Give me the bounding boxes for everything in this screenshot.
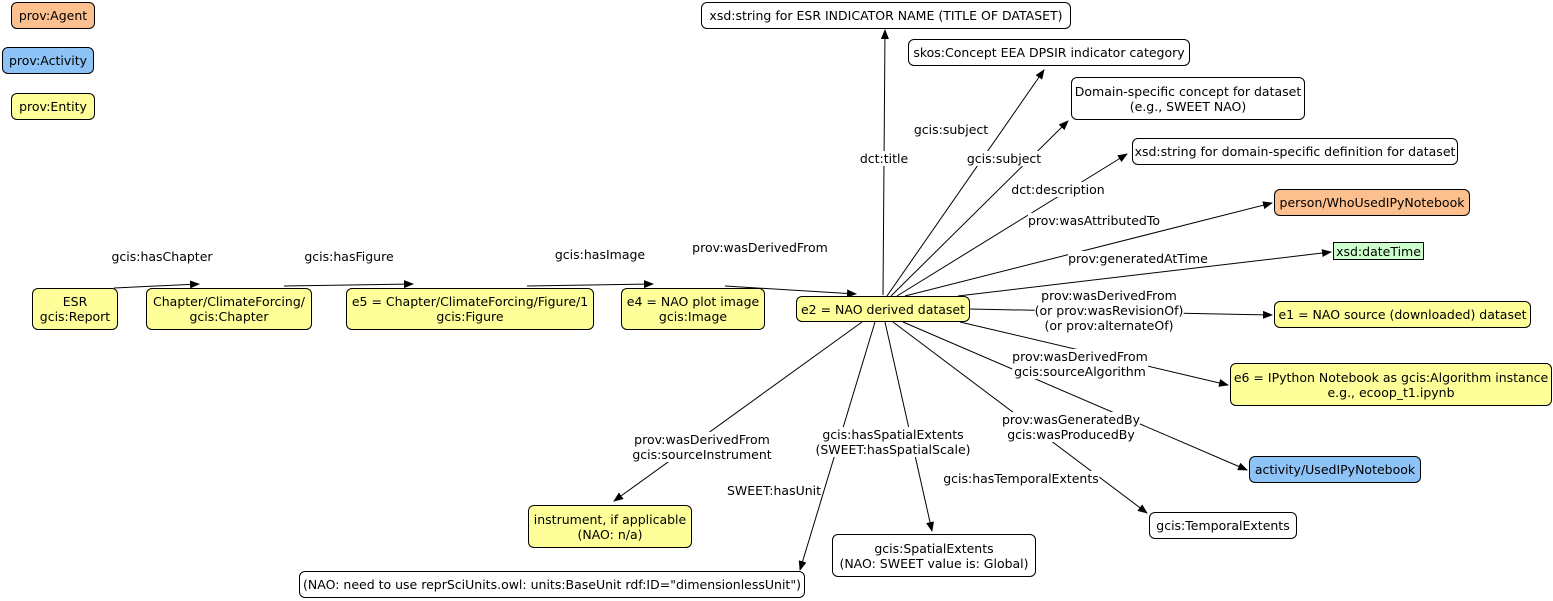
node-unit: (NAO: need to use reprSciUnits.owl: unit… xyxy=(299,571,805,598)
edge-line-has-image xyxy=(526,280,654,289)
node-instrument: instrument, if applicable(NAO: n/a) xyxy=(528,505,692,548)
node-dpsir-concept: skos:Concept EEA DPSIR indicator categor… xyxy=(908,39,1190,66)
edge-label-has-image: gcis:hasImage xyxy=(554,247,646,262)
node-person: person/WhoUsedIPyNotebook xyxy=(1274,189,1470,216)
edge-line-generated-by xyxy=(902,321,1248,471)
legend-agent: prov:Agent xyxy=(11,2,95,29)
edge-label-description: dct:description xyxy=(1011,182,1105,197)
edge-label-has-chapter: gcis:hasChapter xyxy=(111,249,213,264)
node-chapter: Chapter/ClimateForcing/gcis:Chapter xyxy=(146,288,312,330)
edge-line-spatial-extents xyxy=(884,321,934,532)
node-definition-string: xsd:string for domain-specific definitio… xyxy=(1132,138,1458,165)
node-e6-notebook: e6 = IPython Notebook as gcis:Algorithm … xyxy=(1230,363,1552,406)
node-e1-source-dataset: e1 = NAO source (downloaded) dataset xyxy=(1274,301,1531,328)
edge-line-generated-time xyxy=(957,249,1332,297)
edge-line-description xyxy=(896,153,1128,297)
edge-label-spatial-extents: gcis:hasSpatialExtents(SWEET:hasSpatialS… xyxy=(815,427,971,457)
edge-line-has-chapter xyxy=(113,280,200,289)
edge-line-has-figure xyxy=(283,280,414,289)
edge-label-has-figure: gcis:hasFigure xyxy=(304,249,394,264)
edge-label-title: dct:title xyxy=(859,151,909,166)
edge-label-generated-time: prov:generatedAtTime xyxy=(1068,251,1208,266)
node-domain-concept: Domain-specific concept for dataset(e.g.… xyxy=(1071,77,1305,120)
edge-label-subject-dpsir: gcis:subject xyxy=(913,122,989,137)
legend-activity: prov:Activity xyxy=(2,47,94,74)
edge-label-attributed: prov:wasAttributedTo xyxy=(1027,213,1161,228)
edge-label-subject-domain: gcis:subject xyxy=(966,151,1042,166)
node-activity-notebook: activity/UsedIPyNotebook xyxy=(1249,456,1421,483)
edge-line-subject-dpsir xyxy=(886,69,1045,297)
edge-label-derived-e1: prov:wasDerivedFrom(or prov:wasRevisionO… xyxy=(1034,288,1184,333)
edge-line-attributed xyxy=(904,201,1273,297)
edge-line-source-instrument xyxy=(613,321,863,502)
node-datetime: xsd:dateTime xyxy=(1333,242,1424,260)
edge-label-temporal-extents: gcis:hasTemporalExtents xyxy=(943,471,1099,486)
legend-entity: prov:Entity xyxy=(11,93,95,120)
edge-label-derived-from-image: prov:wasDerivedFrom xyxy=(692,240,828,255)
edge-line-subject-domain xyxy=(890,120,1069,297)
node-e2-derived-dataset: e2 = NAO derived dataset xyxy=(796,296,970,322)
node-temporal-extents: gcis:TemporalExtents xyxy=(1149,512,1297,539)
edge-label-has-unit: SWEET:hasUnit xyxy=(726,483,822,498)
node-title-string: xsd:string for ESR INDICATOR NAME (TITLE… xyxy=(701,2,1071,29)
node-spatial-extents: gcis:SpatialExtents(NAO: SWEET value is:… xyxy=(832,534,1036,577)
edge-line-derived-from-image xyxy=(724,285,857,298)
